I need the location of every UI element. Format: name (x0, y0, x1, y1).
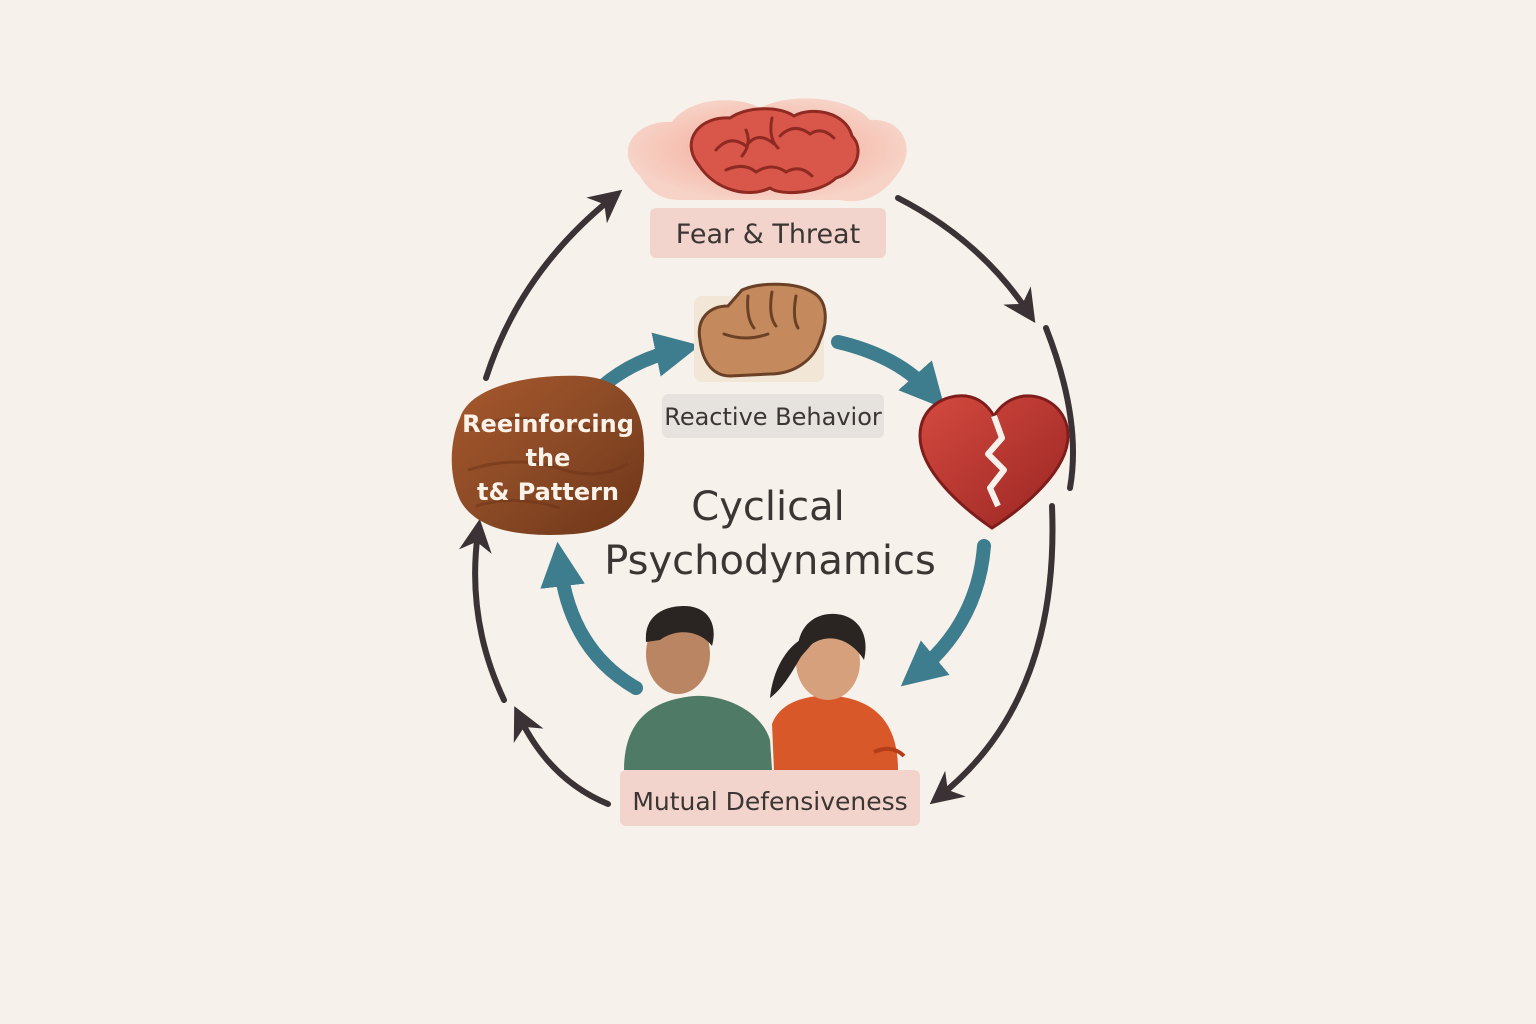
fear-label: Fear & Threat (676, 219, 860, 250)
brain-icon (627, 98, 907, 202)
broken-heart-icon (918, 394, 1070, 530)
outer-arrow-bottom-left (513, 706, 611, 807)
defensive-label-bg (620, 770, 920, 826)
diagram-title: Cyclical Psychodynamics (604, 484, 936, 584)
mutual-defensiveness-node: Mutual Defensiveness (620, 606, 920, 826)
fear-label-bg (650, 208, 886, 258)
reactive-label: Reactive Behavior (664, 403, 882, 431)
reinforcing-line-3: t& Pattern (477, 478, 619, 506)
outer-arrow-top-right (895, 195, 1036, 323)
outer-arrow-top-left (483, 189, 623, 381)
inner-arrow-to-badge (540, 541, 643, 695)
outer-arrow-left (458, 518, 507, 703)
defensive-label: Mutual Defensiveness (632, 787, 907, 816)
couple-back-to-back-icon (624, 606, 906, 770)
title-line-1: Cyclical (691, 484, 844, 530)
wood-badge-icon (451, 375, 645, 535)
fist-icon (694, 282, 827, 382)
reinforcing-pattern-node: Reeinforcing the t& Pattern (451, 375, 645, 535)
reinforcing-line-1: Reeinforcing (462, 410, 634, 438)
outer-cycle-arrows (458, 189, 1076, 807)
outer-arrow-right (1043, 325, 1076, 491)
inner-arrow-to-heart (831, 335, 945, 409)
reactive-label-bg (662, 394, 884, 438)
reinforcing-line-2: the (526, 444, 571, 472)
outer-arrow-bottom-right (929, 503, 1056, 805)
fear-threat-node: Fear & Threat (627, 98, 907, 258)
title-line-2: Psychodynamics (604, 538, 936, 584)
inner-arrow-to-couple (900, 539, 991, 687)
reactive-behavior-node: Reactive Behavior (662, 282, 884, 438)
hurt-node (918, 394, 1070, 530)
